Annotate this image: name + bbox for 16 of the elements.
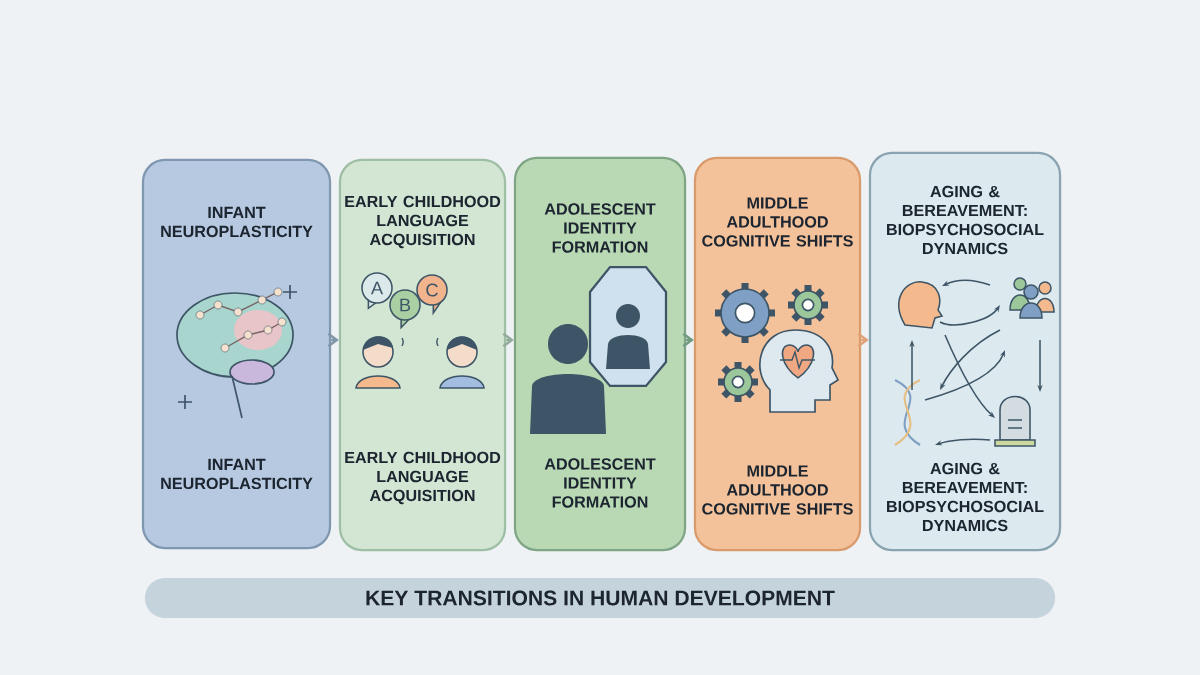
panel-heading: EARLY CHILDHOOD LANGUAGE ACQUISITION [345,451,501,505]
panel-heading: INFANT NEUROPLASTICITY [161,206,313,238]
stage-panel [338,158,507,552]
panel-heading: ADOLESCENT IDENTITY FORMATION [544,203,656,253]
panel-heading: EARLY CHILDHOOD LANGUAGE ACQUISITION [345,195,501,249]
panel-heading: MIDDLE ADULTHOOD COGNITIVE SHIFTS [702,197,853,247]
panel-heading: INFANT NEUROPLASTICITY [161,458,313,490]
speech-bubble: B [389,289,421,330]
speech-bubble: C [416,274,448,316]
panel-heading: AGING & BEREAVEMENT: BIOPSYCHOSOCIAL DYNAMICS [887,462,1044,532]
caption-banner: KEY TRANSITIONS IN HUMAN DEVELOPMENT [144,578,1056,618]
panel-heading: MIDDLE ADULTHOOD COGNITIVE SHIFTS [702,465,853,515]
stage-panel [868,151,1062,552]
panel-heading: ADOLESCENT IDENTITY FORMATION [544,458,656,508]
speech-bubble: A [361,272,393,310]
panel-heading: AGING & BEREAVEMENT: BIOPSYCHOSOCIAL DYNAMICS [887,185,1044,255]
